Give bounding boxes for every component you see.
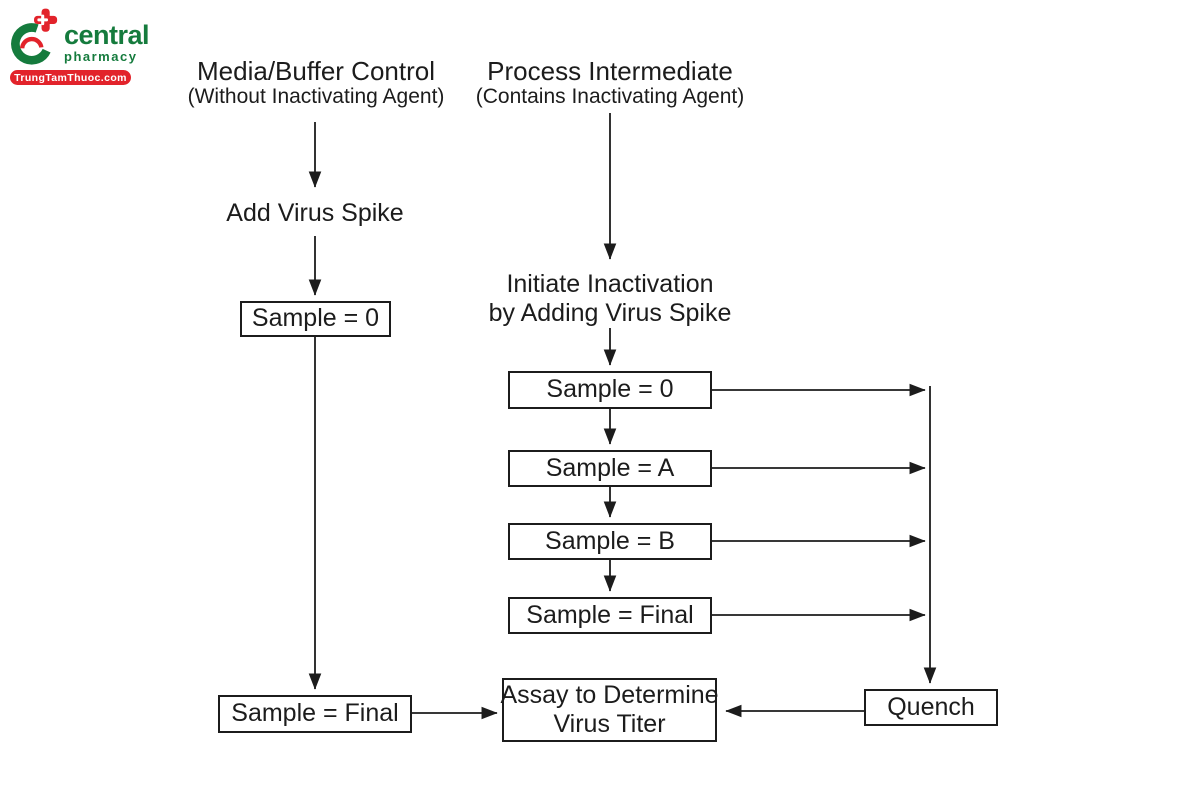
box-process-sample-0: Sample = 0 xyxy=(508,371,712,409)
box-quench: Quench xyxy=(864,689,998,726)
right-step-line1: Initiate Inactivation xyxy=(506,270,714,298)
box-process-sample-b: Sample = B xyxy=(508,523,712,560)
brand-logo: central pharmacy TrungTamThuoc.com xyxy=(10,8,150,85)
assay-line1: Assay to Determine xyxy=(500,681,719,709)
logo-brand-text: central xyxy=(64,20,150,50)
box-control-sample-0: Sample = 0 xyxy=(240,301,391,337)
assay-line2: Virus Titer xyxy=(553,710,666,738)
box-control-sample-final: Sample = Final xyxy=(218,695,412,733)
box-assay-virus-titer: Assay to Determine Virus Titer xyxy=(500,678,719,742)
left-branch-title: Media/Buffer Control xyxy=(197,56,435,86)
right-branch-subtitle: (Contains Inactivating Agent) xyxy=(475,85,745,108)
logo-c-ring xyxy=(11,23,51,65)
left-branch-subtitle: (Without Inactivating Agent) xyxy=(187,85,445,108)
logo-plus-icon xyxy=(34,8,58,32)
right-branch-title: Process Intermediate xyxy=(487,56,733,86)
logo-inner-arc xyxy=(20,36,44,49)
right-step-line2: by Adding Virus Spike xyxy=(488,299,732,327)
logo-text-column: central pharmacy xyxy=(64,20,150,65)
box-process-sample-final: Sample = Final xyxy=(508,597,712,634)
right-step-initiate-inactivation: Initiate Inactivation by Adding Virus Sp… xyxy=(489,270,732,328)
logo-site-badge: TrungTamThuoc.com xyxy=(10,70,131,85)
central-pharmacy-icon xyxy=(11,8,58,65)
box-process-sample-a: Sample = A xyxy=(508,450,712,487)
left-step-add-virus-spike: Add Virus Spike xyxy=(226,199,404,227)
logo-tagline-text: pharmacy xyxy=(64,49,138,64)
logo-row: central pharmacy xyxy=(10,8,150,66)
